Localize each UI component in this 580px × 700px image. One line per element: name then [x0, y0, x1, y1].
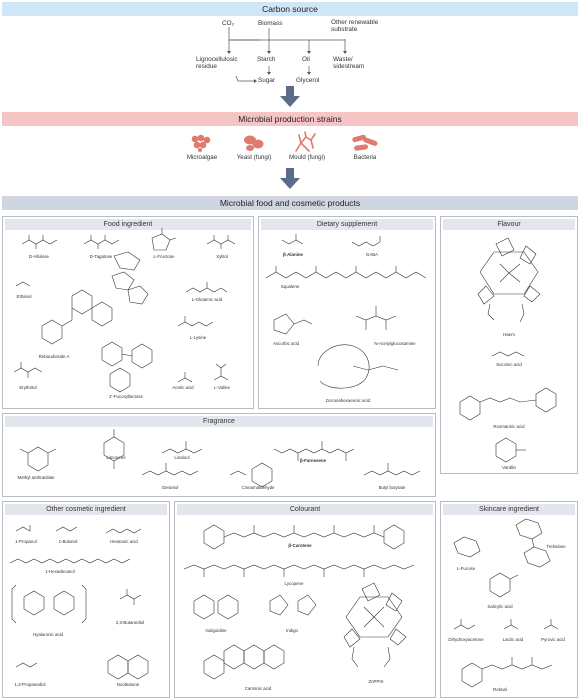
flavour-panel: Flavour	[440, 216, 578, 474]
compound-methyl-anthranilate: Methyl anthranilate	[17, 475, 55, 480]
sugar-label: Sugar	[258, 77, 276, 84]
co2-label: CO₂	[222, 20, 235, 27]
food-ingredient-panel: Food ingredient	[2, 216, 254, 409]
compound-butanediol: 2,3-Butanediol	[115, 620, 145, 625]
compound-ascorbic: Ascorbic acid	[272, 341, 300, 346]
strain-label-mould: Mould (fungi)	[288, 154, 326, 161]
compound-butyl-butyrate: Butyl butyrate	[378, 485, 406, 490]
compound-beta-alanine: β-Alanine	[282, 252, 304, 257]
biomass-label: Biomass	[258, 20, 283, 27]
compound-propanediol: 1,3-Propanediol	[14, 682, 46, 687]
compound-allulose: D-Allulose	[28, 254, 50, 259]
cosmetic-structures	[9, 525, 149, 680]
oil-label: Oil	[302, 56, 310, 63]
starch-label: Starch	[257, 56, 276, 63]
compound-carminic: Carminic acid	[244, 686, 272, 691]
carbon-source-band: Carbon source	[2, 2, 578, 16]
compound-lycopene: Lycopene	[284, 581, 304, 586]
microbial-strains-band: Microbial production strains	[2, 112, 578, 126]
compound-propanol: 1-Propanol	[15, 539, 37, 544]
panel-title: Flavour	[443, 219, 575, 230]
other-substrate-label: Other renewable substrate	[331, 19, 379, 33]
strain-label-yeast: Yeast (fungi)	[236, 154, 272, 161]
compound-acetic: Acetic acid	[172, 385, 194, 390]
compound-nootkatone: Nootkatone	[116, 682, 140, 687]
compound-fucosyllactose: 2'-Fucosyllactose	[109, 394, 143, 399]
down-arrow-icon	[280, 168, 300, 189]
fragrance-panel: Fragrance	[2, 413, 436, 497]
microbial-products-band: Microbial food and cosmetic products	[2, 196, 578, 210]
compound-dha: Docosahexaenoic acid	[325, 398, 371, 403]
panel-title: Food ingredient	[5, 219, 251, 230]
down-arrow-icon	[280, 86, 300, 107]
skincare-structures	[453, 518, 559, 688]
compound-gaba: GABA	[365, 252, 379, 257]
compound-farnesene: β-Farnesene	[299, 458, 327, 463]
strain-label-bacteria: Bacteria	[353, 154, 377, 161]
strain-label-microalgae: Microalgae	[186, 154, 218, 161]
flavour-structures	[459, 237, 557, 463]
compound-geraniol: Geraniol	[161, 485, 179, 490]
microalgae-icon	[191, 134, 211, 152]
food-structures	[13, 228, 236, 393]
compound-limonene: Limonene	[106, 455, 126, 460]
compound-lactic: Lactic acid	[502, 637, 524, 642]
compound-erythritol: Erythritol	[19, 385, 37, 390]
yeast-icon	[244, 135, 264, 151]
dietary-structures	[265, 234, 427, 389]
compound-ethanol: Ethanol	[16, 294, 32, 299]
compound-tagatose: D-Tagatose	[89, 254, 113, 259]
compound-fructose: L-Fructose	[153, 254, 175, 259]
compound-beta-carotene: β-Carotene	[288, 543, 312, 548]
compound-znppix: ZnPPIX	[368, 679, 384, 684]
waste-label: Waste/ sidestream	[333, 56, 365, 70]
compound-rebaudioside: Rebaudioside A	[38, 354, 70, 359]
compound-valine: L-Valine	[214, 385, 230, 390]
carbon-flow-diagram	[227, 27, 347, 83]
compound-rosmarinic: Rosmarinic acid	[493, 424, 525, 429]
compound-retinal: Retinal	[493, 687, 507, 692]
compound-acetylglucosamine: N-Acetylglucosamine	[374, 341, 416, 346]
panel-title: Other cosmetic ingredient	[5, 504, 167, 515]
colourant-structures	[183, 524, 415, 680]
compound-salicylic: Salicylic acid	[487, 604, 513, 609]
panel-title: Fragrance	[5, 416, 433, 427]
panel-title: Colourant	[177, 504, 433, 515]
compound-fucose: L-Fucose	[456, 566, 476, 571]
compound-vanillin: Vanillin	[502, 465, 516, 470]
colourant-panel: Colourant	[174, 501, 436, 698]
compound-trehalose: Trehalose	[546, 544, 566, 549]
compound-indigo: Indigo	[286, 628, 298, 633]
compound-glutamic: L-Glutamic acid	[191, 297, 223, 302]
bacteria-icon	[352, 134, 378, 151]
compound-linalool: Linalool	[174, 455, 190, 460]
compound-haem: Haem	[503, 332, 515, 337]
compound-cinnamaldehyde: Cinnamaldehyde	[241, 485, 275, 490]
compound-lysine: L-Lysine	[189, 335, 207, 340]
compound-squalene: Squalene	[280, 284, 300, 289]
panel-title: Skincare ingredient	[443, 504, 575, 515]
skincare-panel: Skincare ingredient	[440, 501, 578, 698]
glycerol-label: Glycerol	[296, 77, 320, 84]
compound-hexanoic: Hexanoic acid	[110, 539, 138, 544]
compound-indigoidine: Indigoidine	[205, 628, 227, 633]
fragrance-structures	[19, 429, 421, 488]
dietary-supplement-panel: Dietary supplement	[258, 216, 436, 409]
compound-hyaluronic: Hyaluronic acid	[32, 632, 64, 637]
compound-succinic: Succinic acid	[496, 362, 522, 367]
lignocellulosic-label: Lignocellulosic residue	[196, 56, 238, 70]
compound-butanol: 1-Butanol	[58, 539, 78, 544]
mould-icon	[295, 131, 316, 152]
compound-xylitol: Xylitol	[216, 254, 228, 259]
compound-dihydroxyacetone: Dihydroxyacetone	[448, 637, 484, 642]
compound-hexadecanol: 1-Hexadecanol	[45, 569, 75, 574]
panel-title: Dietary supplement	[261, 219, 433, 230]
compound-pyruvic: Pyruvic acid	[541, 637, 565, 642]
